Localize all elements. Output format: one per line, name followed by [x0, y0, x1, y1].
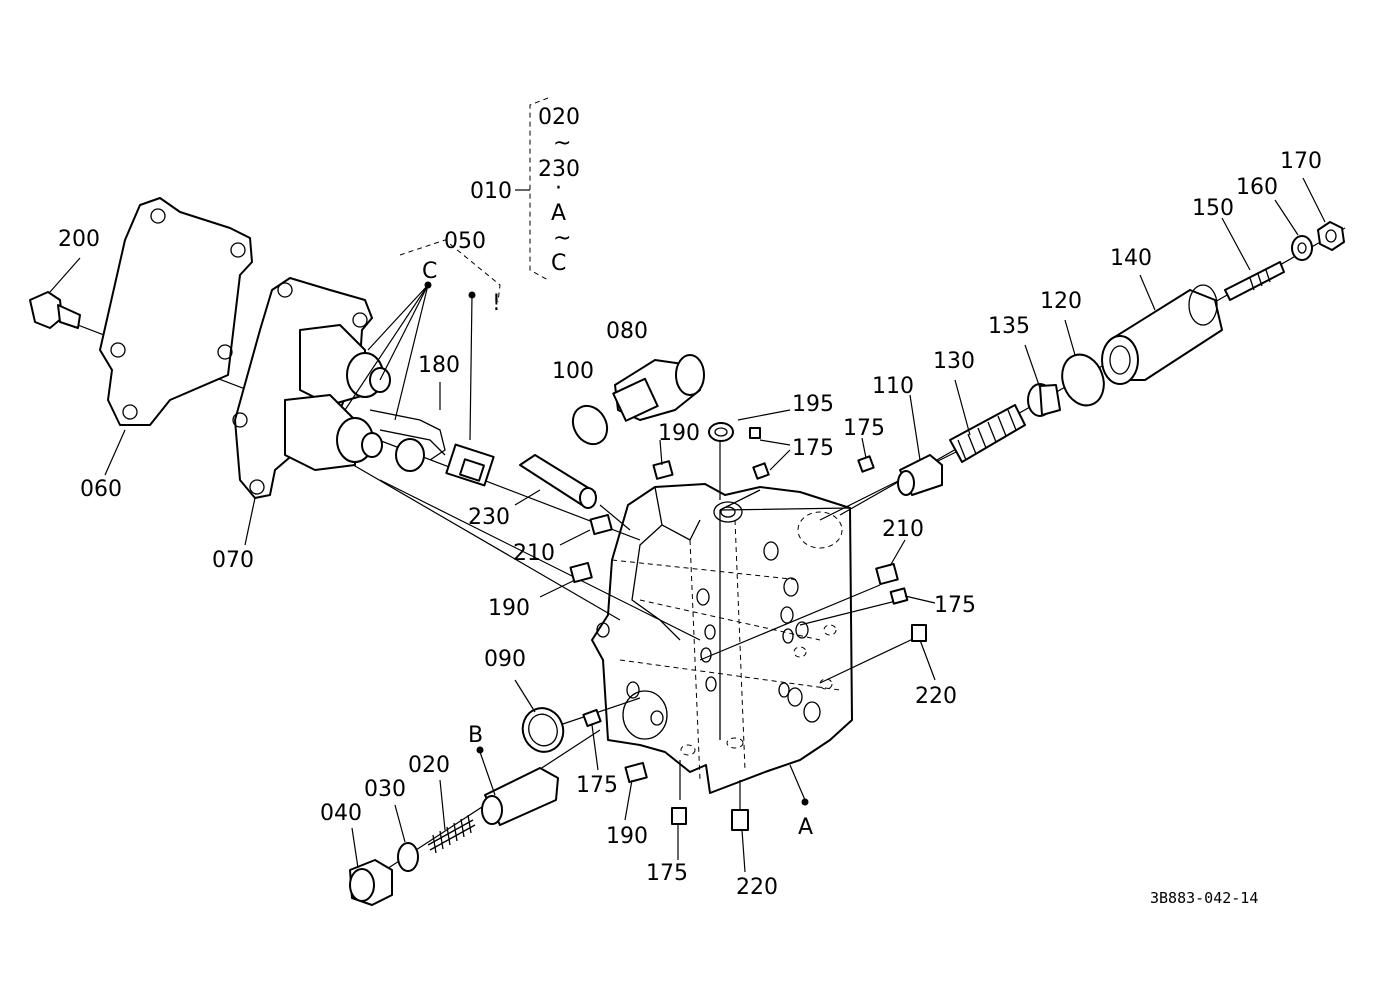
label-ref-c: C — [422, 259, 437, 284]
gasket-060 — [99, 197, 253, 426]
o-ring-100 — [571, 404, 609, 446]
spring-020 — [427, 814, 476, 854]
label-100: 100 — [552, 359, 594, 384]
label-190-left: 190 — [488, 596, 530, 621]
label-kit-dot: · — [555, 176, 562, 201]
label-090: 090 — [484, 647, 526, 672]
label-110: 110 — [872, 374, 914, 399]
label-175-right: 175 — [934, 593, 976, 618]
label-kit-tilde-1: ~ — [553, 131, 571, 156]
label-190-bottom: 190 — [606, 824, 648, 849]
label-210-right: 210 — [882, 517, 924, 542]
label-040: 040 — [320, 801, 362, 826]
plug-200 — [29, 291, 81, 329]
sleeve-230 — [519, 454, 597, 509]
label-175-bottom-left: 175 — [576, 773, 618, 798]
o-ring-030 — [397, 842, 419, 872]
label-kit-tilde-2: ~ — [553, 226, 571, 251]
label-170: 170 — [1280, 149, 1322, 174]
spool-110 — [897, 454, 943, 496]
label-180: 180 — [418, 353, 460, 378]
label-210-left: 210 — [513, 541, 555, 566]
spring-130 — [949, 404, 1026, 463]
kit-bracket — [515, 97, 549, 281]
solenoid-050 — [284, 324, 495, 487]
label-080: 080 — [606, 319, 648, 344]
label-060: 060 — [80, 477, 122, 502]
label-050: 050 — [444, 229, 486, 254]
spool-b — [481, 767, 559, 826]
label-220-right: 220 — [915, 684, 957, 709]
solenoid-bracket-050 — [399, 239, 501, 303]
label-230: 230 — [468, 505, 510, 530]
label-190-top: 190 — [658, 421, 700, 446]
label-150: 150 — [1192, 196, 1234, 221]
label-kit-c: C — [551, 251, 566, 276]
bolt-150 — [1224, 261, 1285, 301]
label-160: 160 — [1236, 175, 1278, 200]
label-070: 070 — [212, 548, 254, 573]
cylinder-140 — [1101, 284, 1223, 385]
plug-040 — [349, 859, 393, 906]
label-175-bottom: 175 — [646, 861, 688, 886]
label-135: 135 — [988, 314, 1030, 339]
label-200: 200 — [58, 227, 100, 252]
label-ref-b: B — [468, 723, 483, 748]
label-ref-a: A — [798, 815, 813, 840]
label-kit-a: A — [551, 201, 566, 226]
drawing-code: 3B883-042-14 — [1150, 889, 1258, 907]
o-ring-120 — [1061, 353, 1105, 407]
label-175-right-top: 175 — [843, 416, 885, 441]
snap-ring-090 — [521, 707, 565, 753]
washer-160 — [1291, 235, 1313, 261]
label-kit-020: 020 — [538, 105, 580, 130]
label-140: 140 — [1110, 246, 1152, 271]
label-120: 120 — [1040, 289, 1082, 314]
label-130: 130 — [933, 349, 975, 374]
fittings — [569, 422, 927, 831]
label-010: 010 — [470, 179, 512, 204]
label-175-top: 175 — [792, 436, 834, 461]
label-ref-excl: ! — [492, 291, 501, 316]
part-labels: 010 020 ~ 230 · A ~ C 200 060 070 C 050 … — [58, 105, 1322, 907]
label-leaders — [49, 177, 1326, 873]
label-220-bottom: 220 — [736, 875, 778, 900]
connector-080 — [612, 354, 705, 422]
nut-170 — [1317, 221, 1345, 251]
valve-body — [591, 483, 853, 794]
label-020: 020 — [408, 753, 450, 778]
label-030: 030 — [364, 777, 406, 802]
seat-135 — [1027, 383, 1061, 417]
label-195: 195 — [792, 392, 834, 417]
label-kit-230: 230 — [538, 157, 580, 182]
